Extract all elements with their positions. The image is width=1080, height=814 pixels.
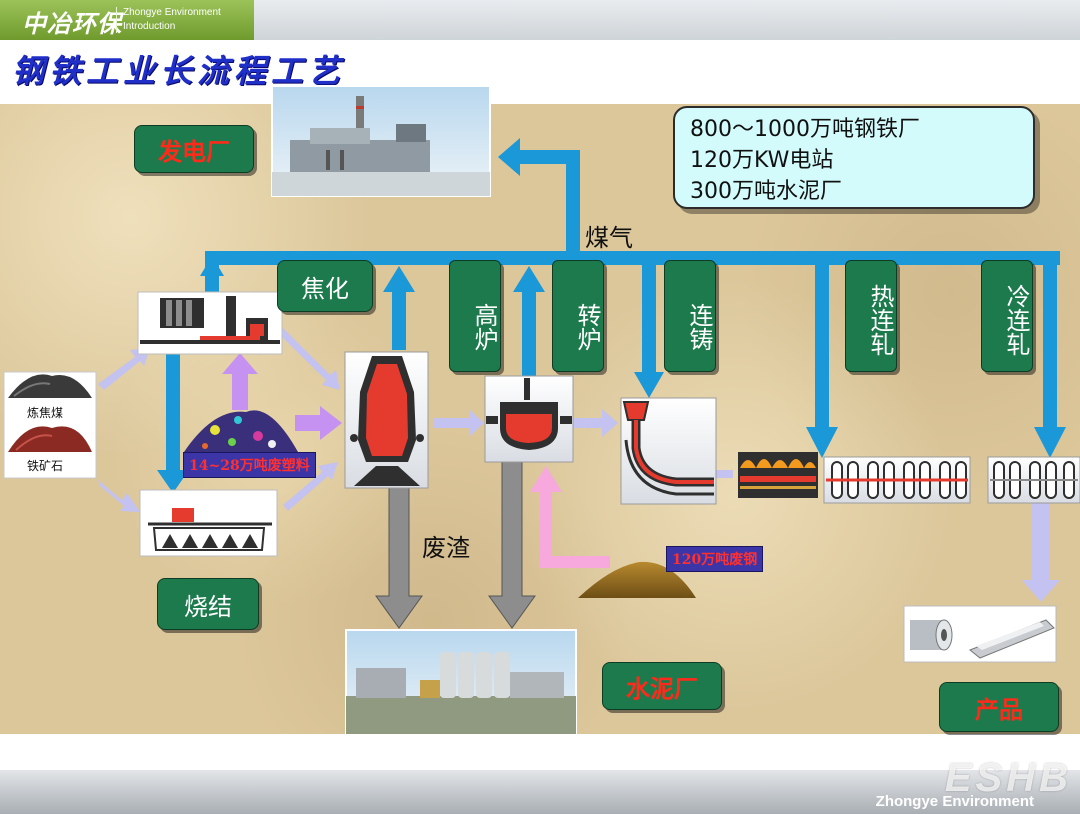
waste-plastic-arrows	[222, 353, 342, 440]
power-plant-box: 发电厂	[134, 125, 254, 173]
watermark: ESHB	[944, 756, 1072, 800]
blast-furnace-box: 高炉	[449, 260, 501, 372]
cold-rolling-mill-icon	[987, 456, 1080, 504]
reheating-furnace-icon	[738, 452, 818, 498]
coking-box: 焦化	[277, 260, 373, 312]
logo-separator	[116, 7, 117, 33]
info-line-steel: 800～1000万吨钢铁厂	[690, 117, 920, 142]
hot-rolling-box: 热连轧	[845, 260, 897, 372]
cement-plant-photo	[345, 629, 577, 735]
cold-rolling-box: 冷连轧	[981, 260, 1033, 372]
continuous-casting-box: 连铸	[664, 260, 716, 372]
iron-ore-label: 铁矿石	[27, 459, 64, 473]
converter-icon	[484, 375, 574, 463]
power-plant-photo	[271, 85, 491, 197]
converter-box: 转炉	[552, 260, 604, 372]
slag-arrows	[375, 459, 536, 629]
continuous-caster-icon	[620, 397, 717, 505]
coking-plant-icon	[137, 291, 283, 355]
waste-plastic-tag: 14~28万吨废塑料	[183, 452, 316, 478]
capacity-info-box: 800～1000万吨钢铁厂 120万KW电站 300万吨水泥厂	[673, 106, 1035, 209]
coking-coal-label: 炼焦煤	[27, 406, 64, 420]
steel-products-image	[903, 605, 1057, 663]
logo-subtitle: Introduction	[123, 21, 176, 32]
sintering-machine-icon	[139, 489, 278, 557]
scrap-steel-arrow	[530, 466, 610, 568]
bottom-bar	[0, 770, 1080, 814]
products-box: 产品	[939, 682, 1059, 732]
hot-rolling-mill-icon	[823, 456, 971, 504]
gas-label: 煤气	[585, 224, 633, 252]
sintering-box: 烧结	[157, 578, 259, 630]
blast-furnace-icon	[344, 351, 429, 489]
info-line-cement: 300万吨水泥厂	[690, 179, 842, 204]
scrap-steel-tag: 120万吨废钢	[666, 546, 764, 572]
waste-plastic-pile	[184, 410, 298, 452]
cement-plant-box: 水泥厂	[602, 662, 722, 710]
slag-label: 废渣	[422, 534, 470, 562]
logo-english: Zhongye Environment	[123, 7, 221, 18]
company-logo: 中冶环保 Zhongye Environment Introduction	[0, 0, 254, 40]
material-flow-arrows	[98, 328, 1060, 602]
slide-title: 钢铁工业长流程工艺	[12, 52, 346, 90]
logo-chinese: 中冶环保	[22, 9, 122, 38]
info-line-power: 120万KW电站	[690, 148, 834, 173]
raw-material-panel	[3, 371, 97, 479]
gas-pipe-network	[157, 138, 1066, 493]
footer-company: Zhongye Environment	[875, 793, 1034, 810]
